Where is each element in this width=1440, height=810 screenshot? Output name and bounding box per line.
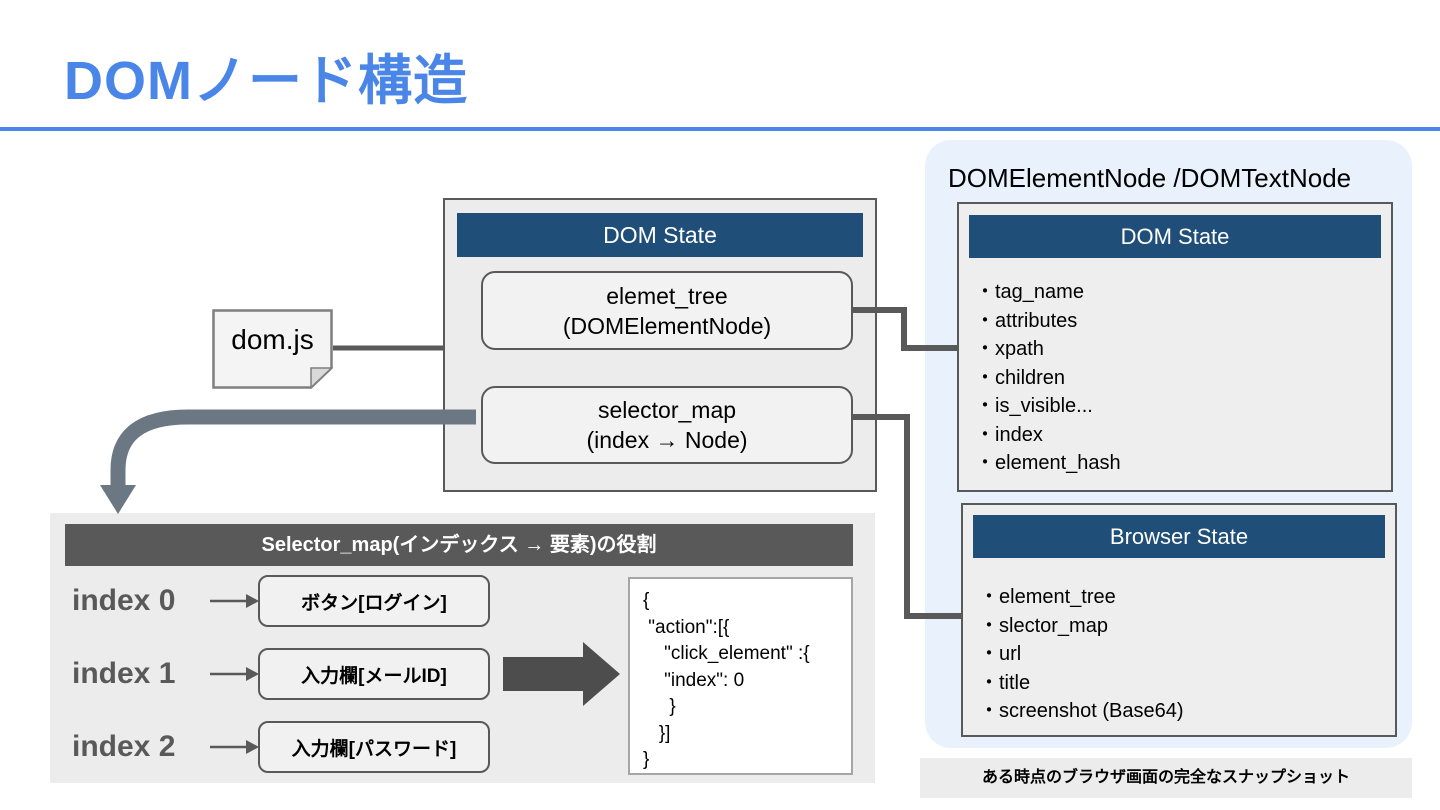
prop-label: element_tree (999, 586, 1116, 608)
title-underline (0, 127, 1440, 131)
prop-label: attributes (995, 309, 1078, 332)
dom-state-panel-header: DOM State (457, 213, 863, 257)
bullet-icon: ・ (975, 309, 995, 332)
index-label: index 2 (72, 730, 176, 763)
list-item: ・slector_map (979, 612, 1387, 641)
bullet-icon: ・ (975, 281, 995, 303)
page-title: DOMノード構造 (64, 51, 468, 111)
node-types-title: DOMElementNode /DOMTextNode (948, 163, 1352, 193)
curved-arrow-head (100, 485, 136, 514)
dom-state-box-header: DOM State (969, 215, 1381, 258)
bullet-icon: ・ (975, 338, 995, 360)
list-item: ・title (979, 669, 1387, 698)
index-label: index 1 (72, 657, 176, 690)
dom-state-box: DOM State ・tag_name ・attributes ・xpath ・… (957, 202, 1393, 492)
dom-js-file: dom.js (212, 309, 334, 390)
list-item: ・tag_name (975, 278, 1383, 307)
snapshot-caption: ある時点のブラウザ画面の完全なスナップショット (920, 758, 1412, 798)
list-item: ・is_visible... (975, 392, 1383, 421)
dom-js-label: dom.js (231, 324, 314, 355)
document-shape-icon (212, 309, 334, 390)
bullet-icon: ・ (975, 366, 995, 389)
browser-state-box: Browser State ・element_tree ・slector_map… (961, 503, 1397, 737)
index-label: index 0 (72, 584, 176, 617)
bullet-icon: ・ (975, 423, 995, 446)
list-item: ・index (975, 421, 1383, 450)
bullet-icon: ・ (979, 643, 999, 665)
list-item: ・element_tree (979, 583, 1387, 612)
bullet-icon: ・ (979, 700, 999, 722)
prop-label: screenshot (Base64) (999, 700, 1184, 722)
selector-map-node: selector_map (index → Node) (481, 386, 853, 464)
prop-label: children (995, 366, 1066, 389)
prop-label: index (995, 423, 1043, 446)
prop-label: title (999, 671, 1031, 694)
element-tree-type: (DOMElementNode) (562, 312, 772, 339)
action-json-code: { "action":[{ "click_element" :{ "index"… (643, 590, 810, 770)
element-tree-node: elemet_tree (DOMElementNode) (481, 271, 853, 350)
prop-label: xpath (995, 338, 1044, 360)
action-json-box: { "action":[{ "click_element" :{ "index"… (628, 577, 853, 775)
element-box: ボタン[ログイン] (258, 575, 490, 627)
list-item: ・attributes (975, 307, 1383, 336)
prop-label: tag_name (995, 281, 1084, 303)
dom-state-panel: DOM State elemet_tree (DOMElementNode) s… (443, 198, 877, 492)
list-item: ・xpath (975, 335, 1383, 364)
selector-map-name: selector_map (597, 397, 737, 423)
list-item: ・screenshot (Base64) (979, 697, 1387, 726)
bullet-icon: ・ (979, 614, 999, 637)
prop-label: url (999, 643, 1022, 665)
browser-state-list: ・element_tree ・slector_map ・url ・title ・… (979, 583, 1387, 726)
bullet-icon: ・ (975, 395, 995, 417)
element-tree-name: elemet_tree (606, 282, 728, 309)
prop-label: slector_map (999, 614, 1108, 637)
bullet-icon: ・ (979, 671, 999, 694)
element-box: 入力欄[メールID] (258, 648, 490, 700)
browser-state-box-header: Browser State (973, 515, 1385, 558)
selector-map-role-header: Selector_map(インデックス → 要素)の役割 (65, 524, 853, 566)
list-item: ・url (979, 640, 1387, 669)
element-box: 入力欄[パスワード] (258, 721, 490, 773)
dom-state-list: ・tag_name ・attributes ・xpath ・children ・… (975, 278, 1383, 478)
bullet-icon: ・ (979, 586, 999, 608)
list-item: ・element_hash (975, 449, 1383, 478)
bullet-icon: ・ (975, 452, 995, 474)
prop-label: is_visible... (995, 395, 1093, 417)
list-item: ・children (975, 364, 1383, 393)
curved-arrow-icon (110, 409, 476, 486)
selector-map-role-panel: Selector_map(インデックス → 要素)の役割 index 0 ind… (50, 513, 875, 783)
selector-map-type: (index → Node) (586, 427, 748, 453)
prop-label: element_hash (995, 452, 1121, 474)
